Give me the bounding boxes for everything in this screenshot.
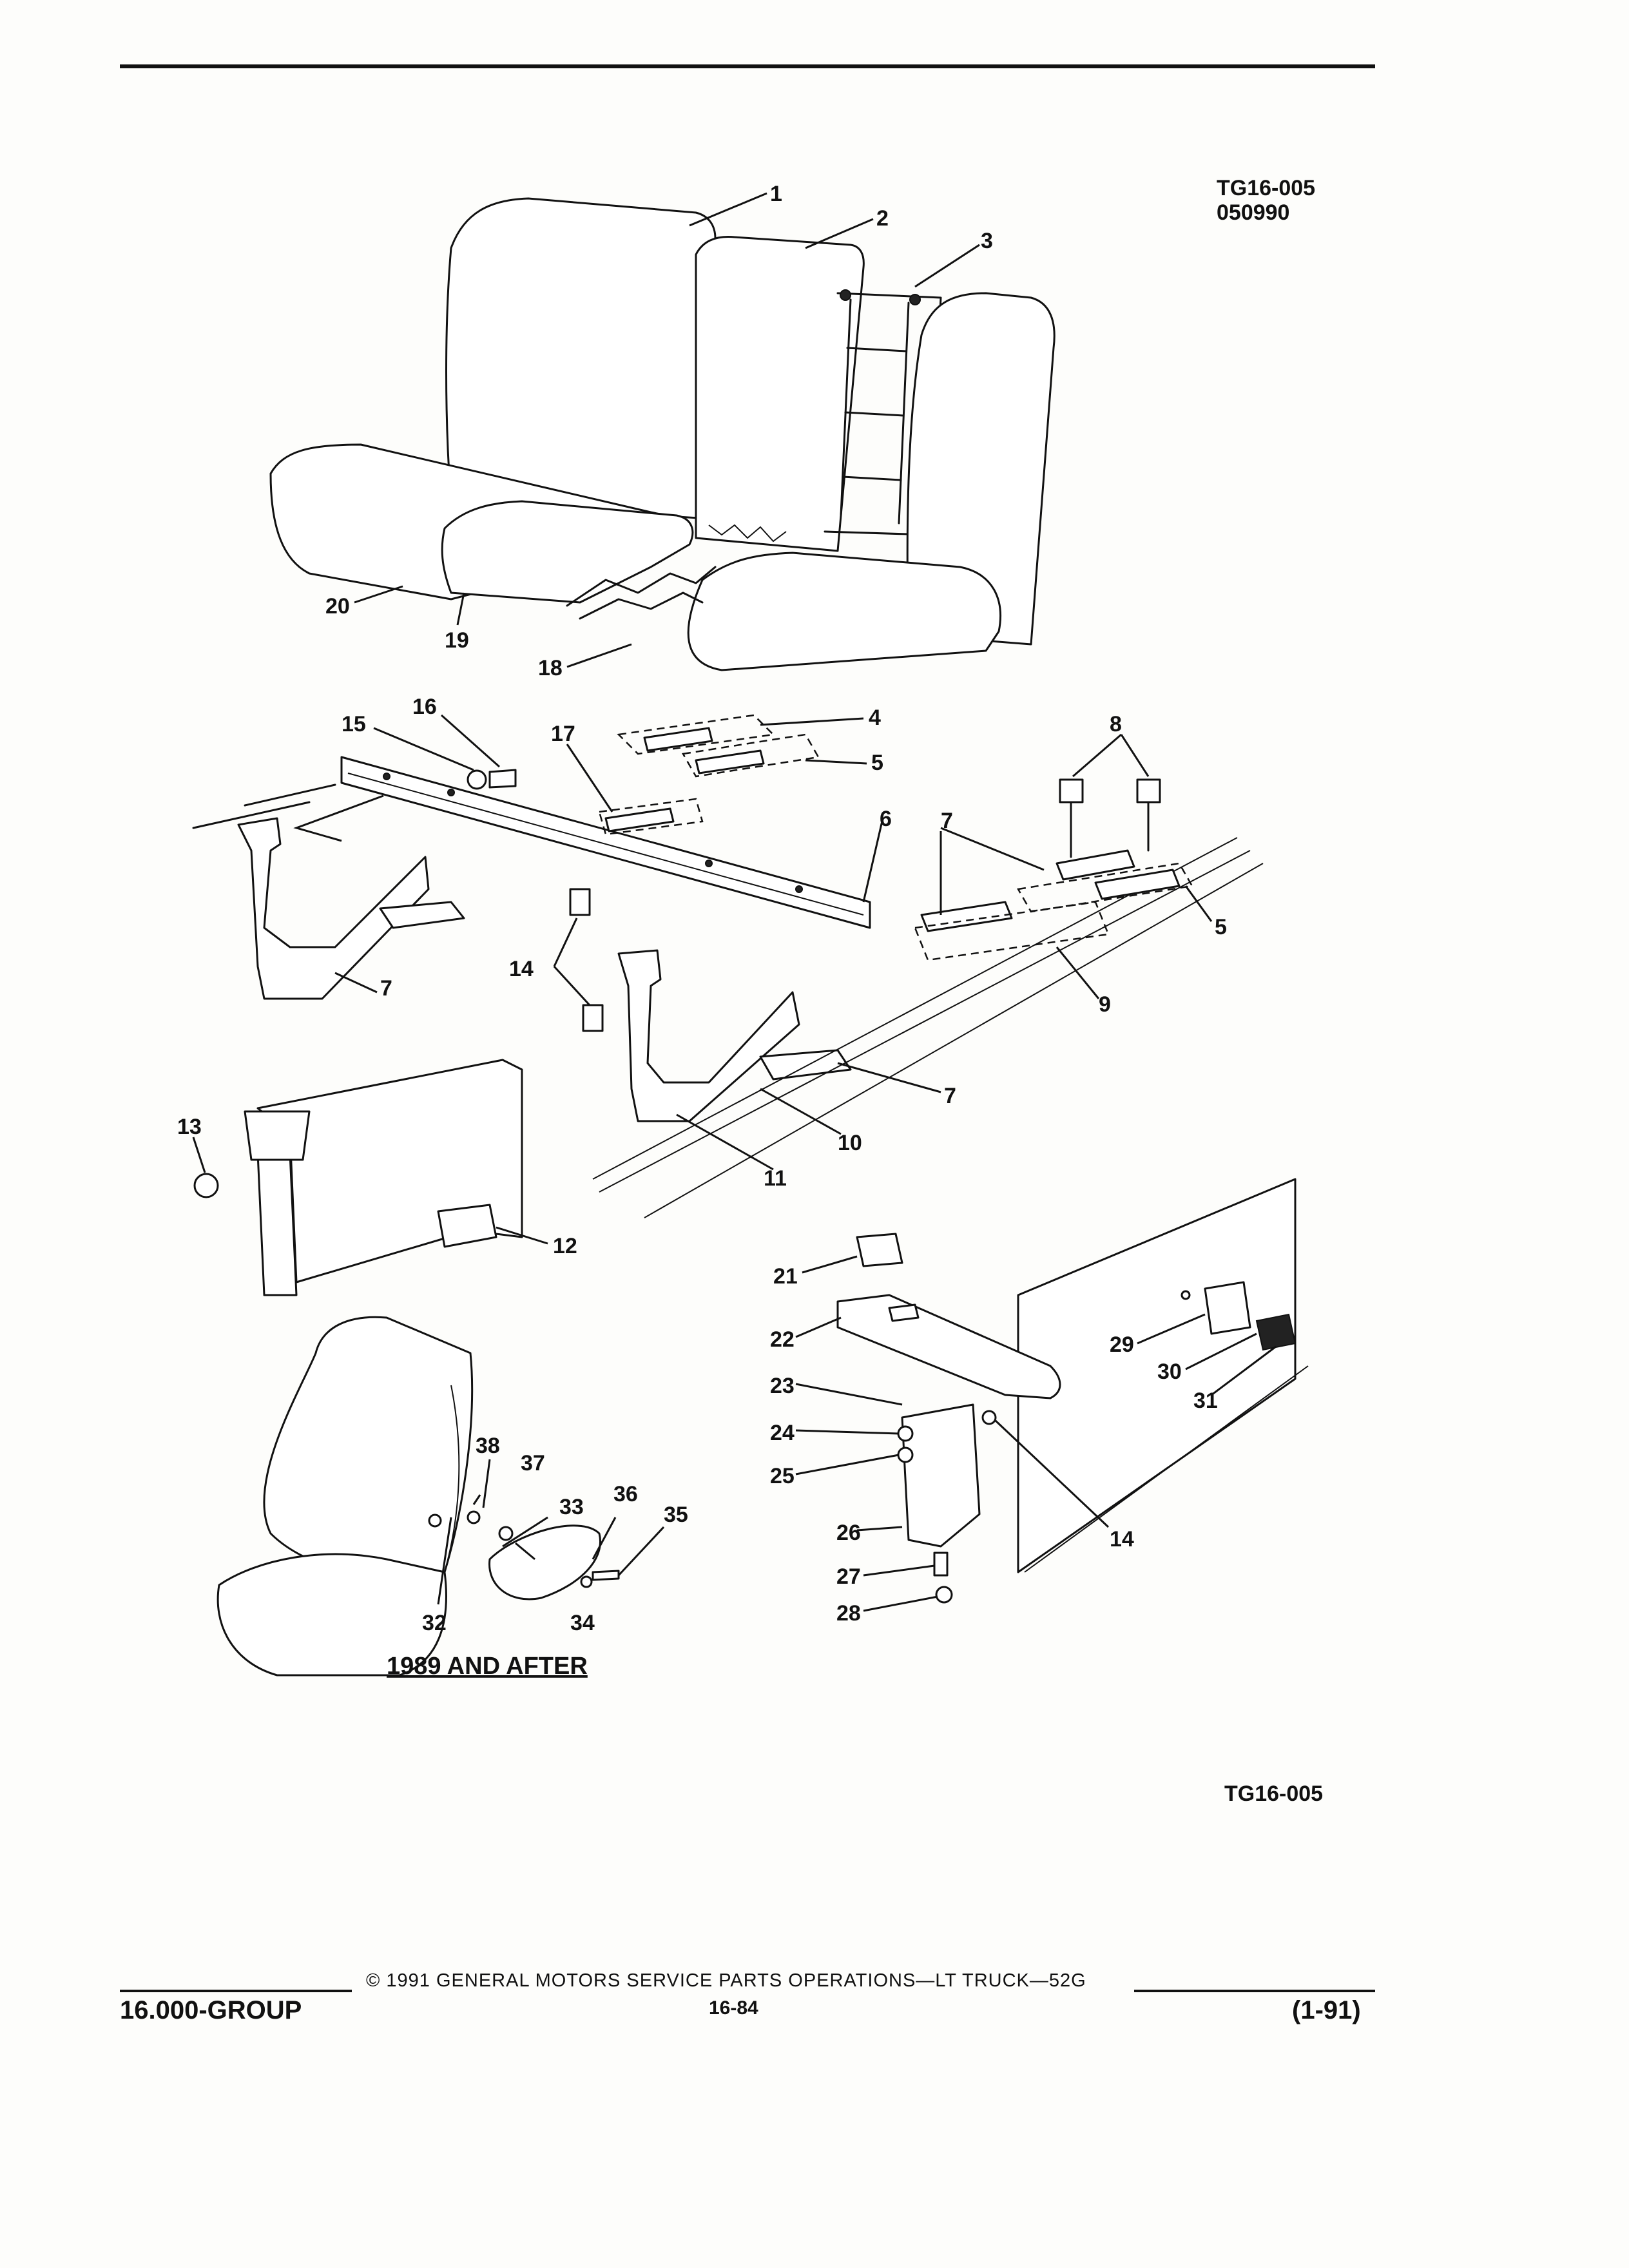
callout-3: 3 <box>981 229 993 253</box>
footer-rule-right <box>1134 1990 1375 1992</box>
callout-16: 16 <box>412 695 437 719</box>
side-shield <box>193 1059 523 1296</box>
seat-rail <box>340 756 871 929</box>
callout-10: 10 <box>838 1131 862 1155</box>
callout-19: 19 <box>445 628 469 653</box>
callout-9: 9 <box>1099 992 1111 1017</box>
seat-back-right <box>906 292 1055 646</box>
bolt-27 <box>933 1552 949 1577</box>
callout-15: 15 <box>342 712 366 736</box>
top-rule <box>120 64 1375 68</box>
callout-31: 31 <box>1193 1389 1218 1413</box>
seat-back-center <box>695 235 865 552</box>
nut-14-upper <box>569 888 591 916</box>
inset-seat <box>263 1316 474 1578</box>
bezel-21 <box>856 1233 903 1267</box>
callout-36: 36 <box>613 1482 638 1506</box>
right-adjuster-plates <box>914 778 1193 961</box>
callout-30: 30 <box>1157 1360 1182 1384</box>
seat-back-frame <box>824 289 942 536</box>
figure-footer-ref: TG16-005 <box>1224 1782 1323 1806</box>
adjuster-plates-dashed <box>598 714 820 836</box>
armrest-hinge-26 <box>901 1403 981 1548</box>
callout-1: 1 <box>770 182 782 206</box>
nut-25 <box>897 1446 914 1463</box>
callout-21: 21 <box>773 1264 798 1289</box>
bolt-8-right <box>1136 778 1161 803</box>
callout-23: 23 <box>770 1374 795 1398</box>
callout-20: 20 <box>325 594 350 619</box>
nut-28 <box>935 1586 953 1604</box>
page-number: 16-84 <box>709 1997 758 2019</box>
switch-31 <box>1255 1313 1296 1351</box>
seat-back-left <box>445 197 717 520</box>
callout-25: 25 <box>770 1464 795 1488</box>
figure-date: 050990 <box>1217 200 1290 225</box>
screw-13 <box>193 1173 219 1198</box>
footer-rule-left <box>120 1990 352 1992</box>
shield-panel <box>256 1059 523 1283</box>
callout-26: 26 <box>836 1521 861 1545</box>
callout-38: 38 <box>476 1434 500 1458</box>
callout-29: 29 <box>1110 1332 1134 1357</box>
callout-7-center: 7 <box>944 1084 956 1108</box>
inset-1989-and-after <box>217 1316 620 1677</box>
callout-28: 28 <box>836 1601 861 1626</box>
armrest-assembly <box>836 1178 1309 1604</box>
revision-date: (1-91) <box>1292 1996 1361 2024</box>
callout-11: 11 <box>764 1166 787 1191</box>
callout-17: 17 <box>551 722 575 746</box>
callout-7-left: 7 <box>380 976 392 1001</box>
seat-cushion-center <box>441 500 694 604</box>
seat-springs <box>566 566 717 620</box>
callout-8: 8 <box>1110 712 1122 736</box>
copyright-line: © 1991 GENERAL MOTORS SERVICE PARTS OPER… <box>366 1970 1086 1991</box>
callout-13: 13 <box>177 1115 202 1139</box>
group-label: 16.000-GROUP <box>120 1996 302 2024</box>
callout-6: 6 <box>880 807 892 831</box>
callout-labels: 1 2 3 4 5 5 6 7 7 7 7 8 9 10 11 12 13 14… <box>177 182 1323 1806</box>
callout-24: 24 <box>770 1421 795 1445</box>
callout-37: 37 <box>521 1451 545 1475</box>
callout-33: 33 <box>559 1495 584 1519</box>
callout-4: 4 <box>869 706 881 730</box>
bolt-15-16 <box>467 769 517 790</box>
callout-5-upper: 5 <box>871 751 883 775</box>
figure-id: TG16-005 <box>1217 176 1316 200</box>
callout-5-lower: 5 <box>1215 915 1227 939</box>
bolt-8-left <box>1059 778 1084 803</box>
callout-7-right: 7 <box>941 809 953 833</box>
callout-14-armrest: 14 <box>1110 1527 1134 1552</box>
callout-32: 32 <box>422 1611 447 1635</box>
floor-rail <box>592 837 1264 1218</box>
callout-14-rail: 14 <box>509 957 534 981</box>
nut-14-lower <box>582 1004 604 1032</box>
leader-lines <box>192 192 1277 1612</box>
callout-2: 2 <box>876 206 889 231</box>
shield-post <box>256 1152 298 1296</box>
callout-22: 22 <box>770 1327 795 1352</box>
riser-left <box>237 817 430 1000</box>
bench-seat-assembly <box>269 197 1055 671</box>
inset-caption: 1989 AND AFTER <box>387 1653 588 1680</box>
seat-riser-assembly <box>192 714 1264 1218</box>
callout-35: 35 <box>664 1503 688 1527</box>
callout-34: 34 <box>570 1611 595 1635</box>
seat-back-side <box>1017 1178 1296 1573</box>
seat-cushion-right <box>687 552 1001 671</box>
callout-12: 12 <box>553 1234 577 1258</box>
riser-center <box>617 949 800 1122</box>
callout-18: 18 <box>538 656 563 680</box>
washer-24 <box>897 1425 914 1442</box>
callout-27: 27 <box>836 1564 861 1589</box>
switch-bezel-29 <box>1204 1281 1251 1335</box>
